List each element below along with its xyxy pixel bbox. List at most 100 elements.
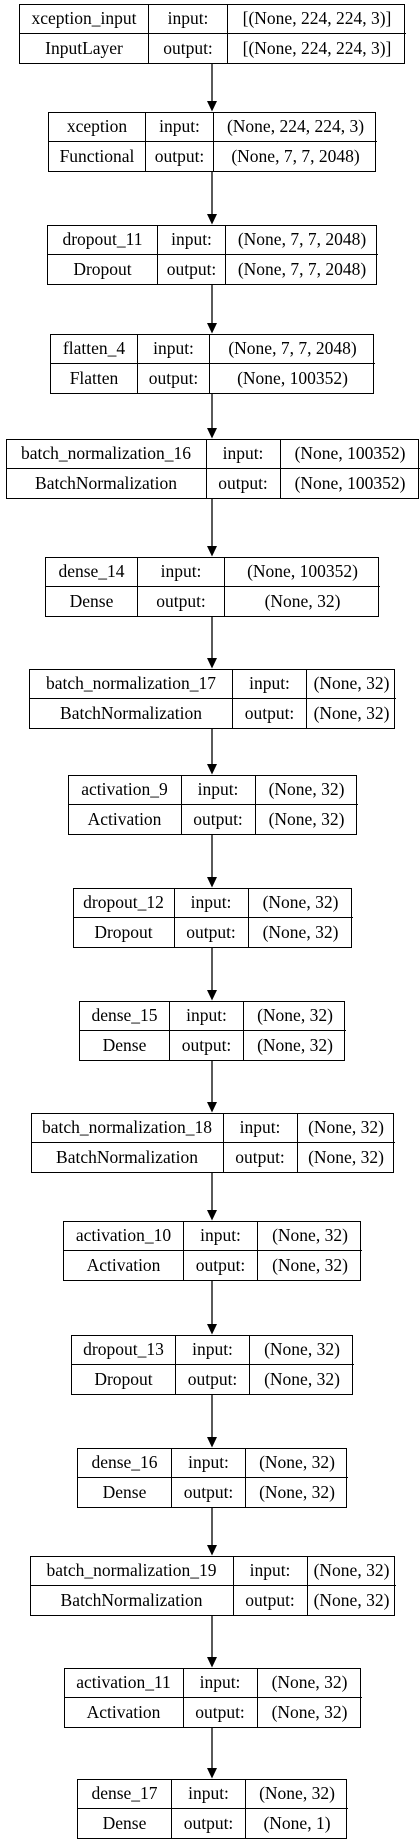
- input-shape: (None, 7, 7, 2048): [226, 226, 378, 255]
- input-shape: (None, 32): [257, 1669, 362, 1698]
- input-label: input:: [170, 1002, 244, 1031]
- output-shape: (None, 32): [259, 1481, 335, 1502]
- layer-type: Dense: [78, 1809, 172, 1838]
- input-shape: (None, 32): [246, 1780, 348, 1809]
- input-shape: (None, 100352): [225, 558, 380, 587]
- arrow-head-icon: [207, 214, 217, 225]
- layer-name: dropout_13: [72, 1336, 176, 1365]
- input-shape: (None, 100352): [280, 440, 420, 469]
- output-shape: (None, 32): [257, 1034, 333, 1055]
- layer-type: Activation: [65, 1698, 184, 1727]
- input-label: input:: [176, 1336, 250, 1365]
- input-label: input:: [233, 1557, 308, 1586]
- output-label: output:: [146, 142, 214, 171]
- input-label: input:: [138, 558, 225, 587]
- layer-name: dropout_12: [73, 889, 175, 918]
- output-label: output:: [176, 1365, 250, 1394]
- output-shape: (None, 100352): [294, 472, 406, 493]
- layer-type: BatchNormalization: [31, 1586, 234, 1615]
- arrow-head-icon: [207, 990, 217, 1001]
- output-shape: (None, 32): [313, 702, 390, 723]
- layer-name: dropout_11: [48, 226, 158, 255]
- output-shape: (None, 1): [263, 1812, 331, 1833]
- layer-name: batch_normalization_18: [31, 1114, 224, 1143]
- arrow-head-icon: [207, 1545, 217, 1556]
- input-label: input:: [233, 670, 307, 699]
- output-shape: (None, 32): [272, 1254, 348, 1275]
- layer-type: InputLayer: [20, 34, 149, 63]
- input-label: input:: [172, 1780, 246, 1809]
- layer-type: Activation: [69, 805, 182, 834]
- input-label: input:: [181, 776, 256, 805]
- output-shape: (None, 7, 7, 2048): [231, 145, 360, 166]
- layer-name: activation_11: [64, 1669, 184, 1698]
- layer-type: Dropout: [72, 1365, 176, 1394]
- output-label: output:: [224, 1143, 298, 1172]
- input-shape: (None, 32): [246, 1449, 348, 1478]
- input-label: input:: [184, 1222, 258, 1251]
- arrow-head-icon: [207, 1102, 217, 1113]
- input-label: input:: [172, 1449, 246, 1478]
- output-shape: (None, 100352): [237, 367, 348, 388]
- input-shape: (None, 32): [307, 1557, 396, 1586]
- layer-name: batch_normalization_19: [30, 1557, 234, 1586]
- input-label: input:: [146, 113, 214, 142]
- input-label: input:: [174, 889, 249, 918]
- output-shape: (None, 32): [308, 1146, 384, 1167]
- input-shape: (None, 32): [248, 889, 353, 918]
- layer-name: batch_normalization_16: [6, 440, 207, 469]
- input-shape: (None, 224, 224, 3): [214, 113, 377, 142]
- arrow-head-icon: [207, 877, 217, 888]
- input-label: input:: [206, 440, 281, 469]
- arrow-head-icon: [207, 101, 217, 112]
- layer-type: BatchNormalization: [32, 1143, 224, 1172]
- input-shape: (None, 32): [255, 776, 358, 805]
- output-label: output:: [158, 255, 226, 284]
- input-label: input:: [223, 1114, 298, 1143]
- output-label: output:: [184, 1698, 258, 1727]
- output-shape: [(None, 224, 224, 3)]: [242, 37, 392, 58]
- layer-name: dense_16: [78, 1449, 172, 1478]
- layer-name: dense_17: [78, 1780, 172, 1809]
- layer-name: dense_14: [46, 558, 138, 587]
- input-label: input:: [183, 1669, 258, 1698]
- input-shape: [(None, 224, 224, 3)]: [228, 5, 406, 34]
- input-label: input:: [138, 335, 210, 364]
- arrow-head-icon: [207, 323, 217, 334]
- arrow-head-icon: [207, 1210, 217, 1221]
- layer-name: flatten_4: [51, 335, 138, 364]
- output-shape: (None, 32): [271, 1701, 348, 1722]
- arrow-head-icon: [207, 658, 217, 669]
- arrow-head-icon: [207, 1437, 217, 1448]
- layer-type: Dense: [78, 1478, 172, 1507]
- layer-type: Dropout: [74, 918, 175, 947]
- layer-name: dense_15: [80, 1002, 170, 1031]
- output-shape: (None, 32): [264, 1368, 340, 1389]
- layer-name: xception: [49, 113, 146, 142]
- layer-type: Dropout: [48, 255, 158, 284]
- layer-type: Dense: [46, 587, 138, 616]
- output-shape: (None, 32): [262, 921, 339, 942]
- layer-type: BatchNormalization: [30, 699, 233, 728]
- layer-type: Dense: [80, 1031, 170, 1060]
- output-label: output:: [182, 805, 256, 834]
- arrow-head-icon: [207, 428, 217, 439]
- arrow-head-icon: [207, 546, 217, 557]
- layer-name: activation_9: [68, 776, 182, 805]
- input-shape: (None, 7, 7, 2048): [210, 335, 375, 364]
- arrow-head-icon: [207, 1657, 217, 1668]
- layer-type: BatchNormalization: [7, 469, 207, 498]
